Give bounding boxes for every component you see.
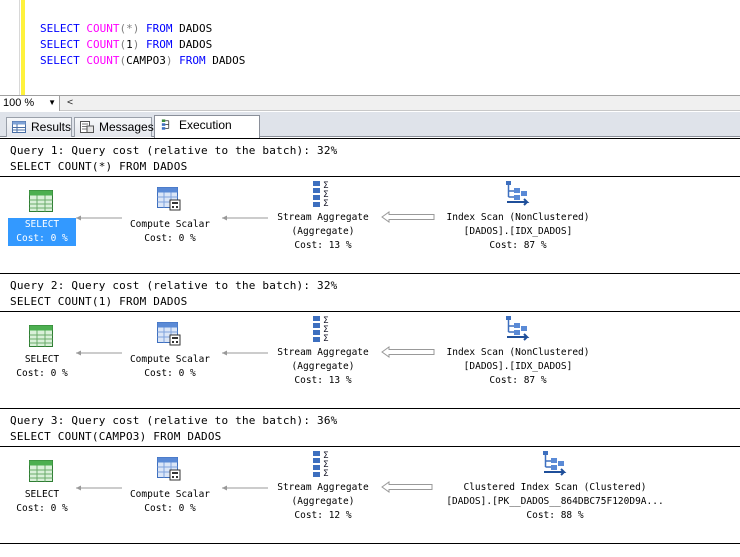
query-block-separator <box>0 408 740 409</box>
messages-icon <box>80 121 94 133</box>
query-1-header[interactable]: Query 1: Query cost (relative to the bat… <box>0 141 740 177</box>
tab-messages[interactable]: Messages <box>74 117 154 137</box>
plan-node-index-scan[interactable]: Index Scan (NonClustered) [DADOS].[IDX_D… <box>430 180 606 253</box>
plan-node-compute-scalar[interactable]: Compute Scalar Cost: 0 % <box>118 322 222 381</box>
editor-gutter <box>0 0 20 95</box>
plan-arrow <box>76 215 122 221</box>
plan-arrow-thick <box>381 481 433 493</box>
plan-arrow <box>76 350 122 356</box>
svg-text:Σ: Σ <box>323 181 329 191</box>
plan-arrow <box>222 215 268 221</box>
select-icon <box>29 190 53 217</box>
plan-arrow-thick <box>381 346 435 358</box>
svg-text:Σ: Σ <box>323 451 329 461</box>
compute-scalar-icon <box>157 457 181 486</box>
stream-aggregate-icon: Σ Σ Σ <box>311 180 335 213</box>
svg-text:Σ: Σ <box>323 199 329 208</box>
select-icon <box>29 460 53 487</box>
execution-plan-icon <box>161 119 170 130</box>
compute-scalar-icon <box>157 322 181 351</box>
zoom-value: 100 % <box>3 97 35 109</box>
scroll-left-button[interactable]: < <box>66 97 74 108</box>
query-block-separator <box>0 543 740 544</box>
plan-top-border <box>0 138 740 139</box>
query-cost-title: Query 2: Query cost (relative to the bat… <box>10 279 338 292</box>
plan-node-compute-scalar[interactable]: Compute Scalar Cost: 0 % <box>118 457 222 516</box>
results-grid-icon <box>12 121 26 133</box>
results-tab-bar: Results Messages Execution plan <box>0 112 740 150</box>
plan-node-compute-scalar[interactable]: Compute Scalar Cost: 0 % <box>118 187 222 246</box>
svg-text:Σ: Σ <box>323 325 329 335</box>
svg-text:Σ: Σ <box>323 469 329 478</box>
zoom-bar: 100 % ▼ < <box>0 95 740 111</box>
plan-node-clustered-index-scan[interactable]: Clustered Index Scan (Clustered) [DADOS]… <box>430 450 680 523</box>
stream-aggregate-icon: Σ Σ Σ <box>311 315 335 348</box>
execution-plan-pane[interactable]: Query 1: Query cost (relative to the bat… <box>0 138 740 557</box>
svg-text:Σ: Σ <box>323 316 329 326</box>
plan-node-select[interactable]: SELECT Cost: 0 % <box>8 190 76 246</box>
clustered-index-scan-icon <box>542 450 568 481</box>
code-line-1[interactable]: SELECT COUNT(*) FROM DADOS <box>40 22 213 35</box>
plan-node-select[interactable]: SELECT Cost: 0 % <box>8 460 76 516</box>
query-block-separator <box>0 273 740 274</box>
code-line-3[interactable]: SELECT COUNT(CAMPO3) FROM DADOS <box>40 54 246 67</box>
index-scan-icon <box>505 180 531 211</box>
query-sql-text: SELECT COUNT(CAMPO3) FROM DADOS <box>10 430 222 443</box>
chevron-down-icon[interactable]: ▼ <box>48 98 56 107</box>
compute-scalar-icon <box>157 187 181 216</box>
svg-text:Σ: Σ <box>323 190 329 200</box>
plan-node-stream-aggregate[interactable]: Σ Σ Σ Stream Aggregate (Aggregate) Cost:… <box>277 450 369 521</box>
query-2-header[interactable]: Query 2: Query cost (relative to the bat… <box>0 276 740 312</box>
tab-execution-plan[interactable]: Execution plan <box>154 115 260 150</box>
plan-arrow <box>222 350 268 356</box>
query-cost-title: Query 1: Query cost (relative to the bat… <box>10 144 338 157</box>
tab-results[interactable]: Results <box>6 117 72 137</box>
plan-arrow-thick <box>381 211 435 223</box>
stream-aggregate-icon: Σ Σ Σ <box>311 450 335 483</box>
zoom-select[interactable]: 100 % ▼ <box>0 96 60 111</box>
svg-text:Σ: Σ <box>323 334 329 343</box>
index-scan-icon <box>505 315 531 346</box>
plan-node-index-scan[interactable]: Index Scan (NonClustered) [DADOS].[IDX_D… <box>430 315 606 388</box>
plan-arrow <box>222 485 268 491</box>
query-editor[interactable]: SELECT COUNT(*) FROM DADOS SELECT COUNT(… <box>0 0 740 95</box>
query-sql-text: SELECT COUNT(*) FROM DADOS <box>10 160 188 173</box>
plan-node-stream-aggregate[interactable]: Σ Σ Σ Stream Aggregate (Aggregate) Cost:… <box>277 180 369 251</box>
code-line-2[interactable]: SELECT COUNT(1) FROM DADOS <box>40 38 213 51</box>
query-3-header[interactable]: Query 3: Query cost (relative to the bat… <box>0 411 740 447</box>
svg-text:Σ: Σ <box>323 460 329 470</box>
plan-node-select[interactable]: SELECT Cost: 0 % <box>8 325 76 381</box>
editor-change-margin <box>21 0 25 95</box>
plan-node-stream-aggregate[interactable]: Σ Σ Σ Stream Aggregate (Aggregate) Cost:… <box>277 315 369 386</box>
select-icon <box>29 325 53 352</box>
query-cost-title: Query 3: Query cost (relative to the bat… <box>10 414 338 427</box>
plan-arrow <box>76 485 122 491</box>
query-sql-text: SELECT COUNT(1) FROM DADOS <box>10 295 188 308</box>
